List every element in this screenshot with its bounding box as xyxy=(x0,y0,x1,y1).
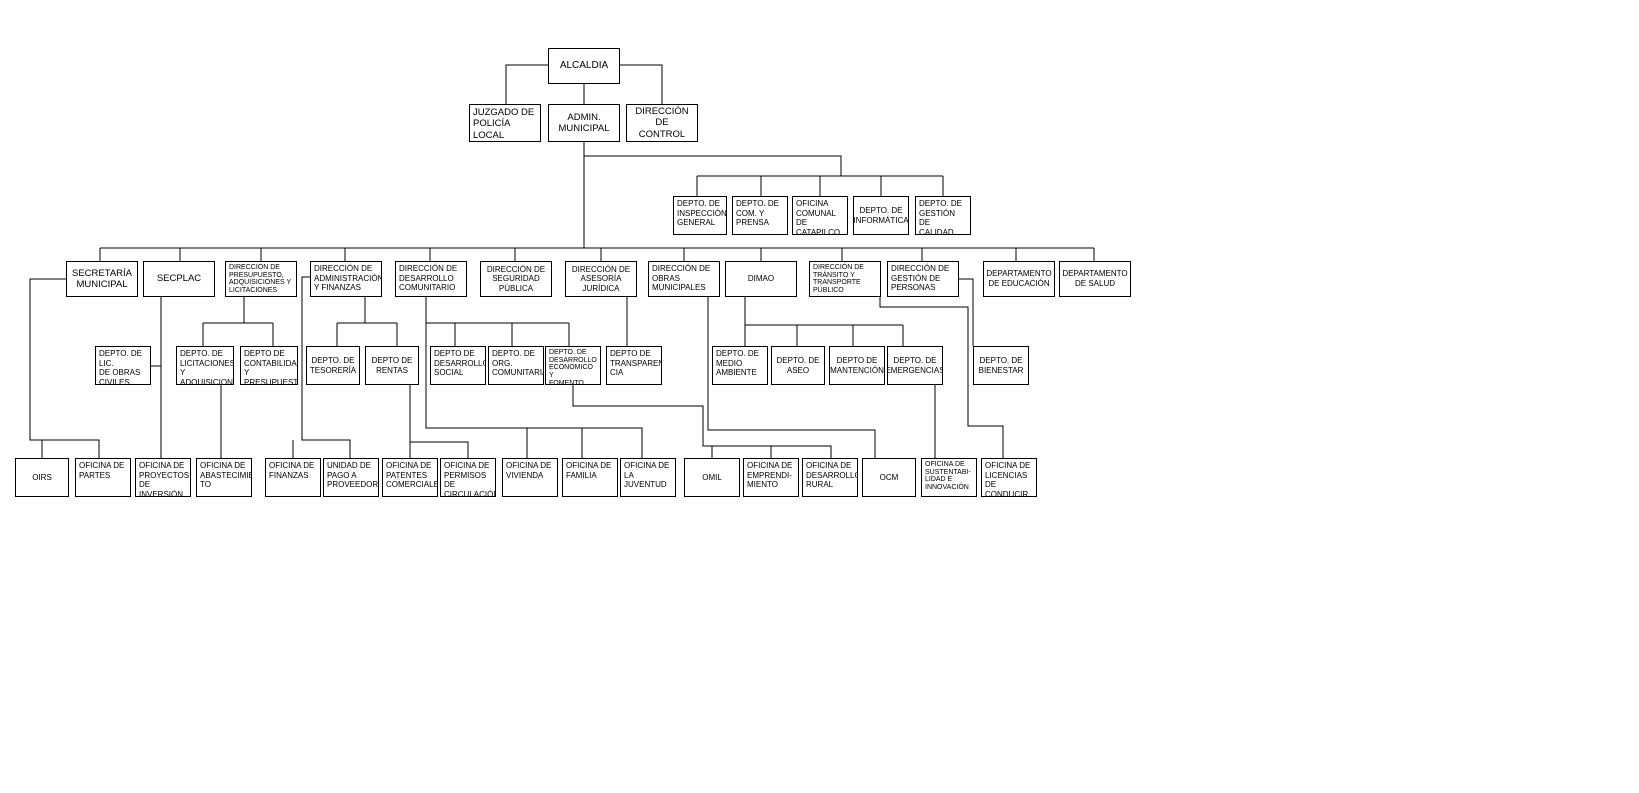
org-node-alcaldia: ALCALDIA xyxy=(548,48,620,84)
org-node-catapilco: OFICINA COMUNAL DE CATAPILCO xyxy=(792,196,848,235)
org-node-bienestar: DEPTO. DE BIENESTAR xyxy=(973,346,1029,385)
org-node-partes: OFICINA DE PARTES xyxy=(75,458,131,497)
org-node-informatica: DEPTO. DE INFORMÁTICA xyxy=(853,196,909,235)
connector-line xyxy=(584,155,842,176)
org-node-secretaria: SECRETARÍA MUNICIPAL xyxy=(66,261,138,297)
org-node-obras-civiles: DEPTO. DE LIC. DE OBRAS CIVILES xyxy=(95,346,151,385)
org-node-tesoreria: DEPTO. DE TESORERÍA xyxy=(306,346,360,385)
org-node-asesoria: DIRECCIÓN DE ASESORÍA JURÍDICA xyxy=(565,261,637,297)
org-node-desarrollo-com: DIRECCIÓN DE DESARROLLO COMUNITARIO xyxy=(395,261,467,297)
connector-line xyxy=(301,276,351,458)
connector-line xyxy=(707,297,876,458)
org-node-com-prensa: DEPTO. DE COM. Y PRENSA xyxy=(732,196,788,235)
org-node-desarrollo-social: DEPTO DE DESARROLLO SOCIAL xyxy=(430,346,486,385)
org-node-patentes: OFICINA DE PATENTES COMERCIALES xyxy=(382,458,438,497)
org-node-sustentabilidad: OFICINA DE SUSTENTABI- LIDAD E INNOVACIÓ… xyxy=(921,458,977,497)
org-node-admin: ADMIN. MUNICIPAL xyxy=(548,104,620,142)
org-node-dimao: DIMAO xyxy=(725,261,797,297)
org-node-seguridad: DIRECCIÓN DE SEGURIDAD PÚBLICA xyxy=(480,261,552,297)
org-node-familia: OFICINA DE FAMILIA xyxy=(562,458,618,497)
connector-line xyxy=(572,385,832,458)
org-node-inspeccion: DEPTO. DE INSPECCIÓN GENERAL xyxy=(673,196,727,235)
org-node-desarrollo-eco: DEPTO. DE DESARROLLO ECONOMICO Y FOMENTO… xyxy=(545,346,601,385)
org-node-educacion: DEPARTAMENTO DE EDUCACIÓN xyxy=(983,261,1055,297)
org-node-admin-finanzas: DIRECCIÓN DE ADMINISTRACIÓN Y FINANZAS xyxy=(310,261,382,297)
org-node-of-finanzas: OFICINA DE FINANZAS xyxy=(265,458,321,497)
org-node-juzgado: JUZGADO DE POLICÍA LOCAL xyxy=(469,104,541,142)
connector-line xyxy=(410,441,469,458)
org-node-presupuesto: DIRECCION DE PRESUPUESTO, ADQUISICIONES … xyxy=(225,261,297,297)
org-node-transparencia: DEPTO DE TRANSPAREN- CIA xyxy=(606,346,662,385)
org-node-emprendimiento: OFICINA DE EMPRENDI- MIENTO xyxy=(743,458,799,497)
org-node-medio-ambiente: DEPTO. DE MEDIO AMBIENTE xyxy=(712,346,768,385)
org-node-personas: DIRECCIÓN DE GESTIÓN DE PERSONAS xyxy=(887,261,959,297)
org-node-salud: DEPARTAMENTO DE SALUD xyxy=(1059,261,1131,297)
org-node-aseo: DEPTO. DE ASEO xyxy=(771,346,825,385)
connector-line xyxy=(744,297,903,326)
connector-line xyxy=(879,297,1004,458)
org-node-oirs: OIRS xyxy=(15,458,69,497)
org-node-licitaciones: DEPTO. DE LICITACIONES Y ADQUISICIONES xyxy=(176,346,234,385)
org-node-omil: OMIL xyxy=(684,458,740,497)
org-node-secplac: SECPLAC xyxy=(143,261,215,297)
org-node-calidad: DEPTO. DE GESTIÓN DE CALIDAD xyxy=(915,196,971,235)
org-node-permisos: OFICINA DE PERMISOS DE CIRCULACIÓN xyxy=(440,458,496,497)
org-node-emergencias: DEPTO. DE EMERGENCIAS xyxy=(887,346,943,385)
org-node-org-comunitarias: DEPTO. DE ORG. COMUNITARIAS xyxy=(488,346,544,385)
org-node-abastecimiento: OFICINA DE ABASTECIMIEN- TO xyxy=(196,458,252,497)
org-node-rentas: DEPTO DE RENTAS xyxy=(365,346,419,385)
connector-line xyxy=(29,278,100,458)
org-node-dir-control: DIRECCIÓN DE CONTROL xyxy=(626,104,698,142)
org-node-pago-proveedores: UNIDAD DE PAGO A PROVEEDORES xyxy=(323,458,379,497)
connector-line xyxy=(620,64,663,104)
org-node-mantencion: DEPTO DE MANTENCIÓN xyxy=(829,346,885,385)
org-node-juventud: OFICINA DE LA JUVENTUD xyxy=(620,458,676,497)
org-node-rural: OFICINA DE DESARROLLO RURAL xyxy=(802,458,858,497)
org-node-transito: DIRECCIÓN DE TRÁNSITO Y TRANSPORTE PÚBLI… xyxy=(809,261,881,297)
org-node-vivienda: OFICINA DE VIVIENDA xyxy=(502,458,558,497)
org-node-contabilidad: DEPTO DE CONTABILIDAD Y PRESUPUESTO xyxy=(240,346,298,385)
connector-line xyxy=(959,278,974,346)
connector-line xyxy=(505,64,548,104)
org-node-obras: DIRECCIÓN DE OBRAS MUNICIPALES xyxy=(648,261,720,297)
org-node-ocm: OCM xyxy=(862,458,916,497)
org-node-proyectos: OFICINA DE PROYECTOS DE INVERSIÓN xyxy=(135,458,191,497)
org-node-licencias: OFICINA DE LICENCIAS DE CONDUCIR xyxy=(981,458,1037,497)
connector-line xyxy=(425,297,643,458)
